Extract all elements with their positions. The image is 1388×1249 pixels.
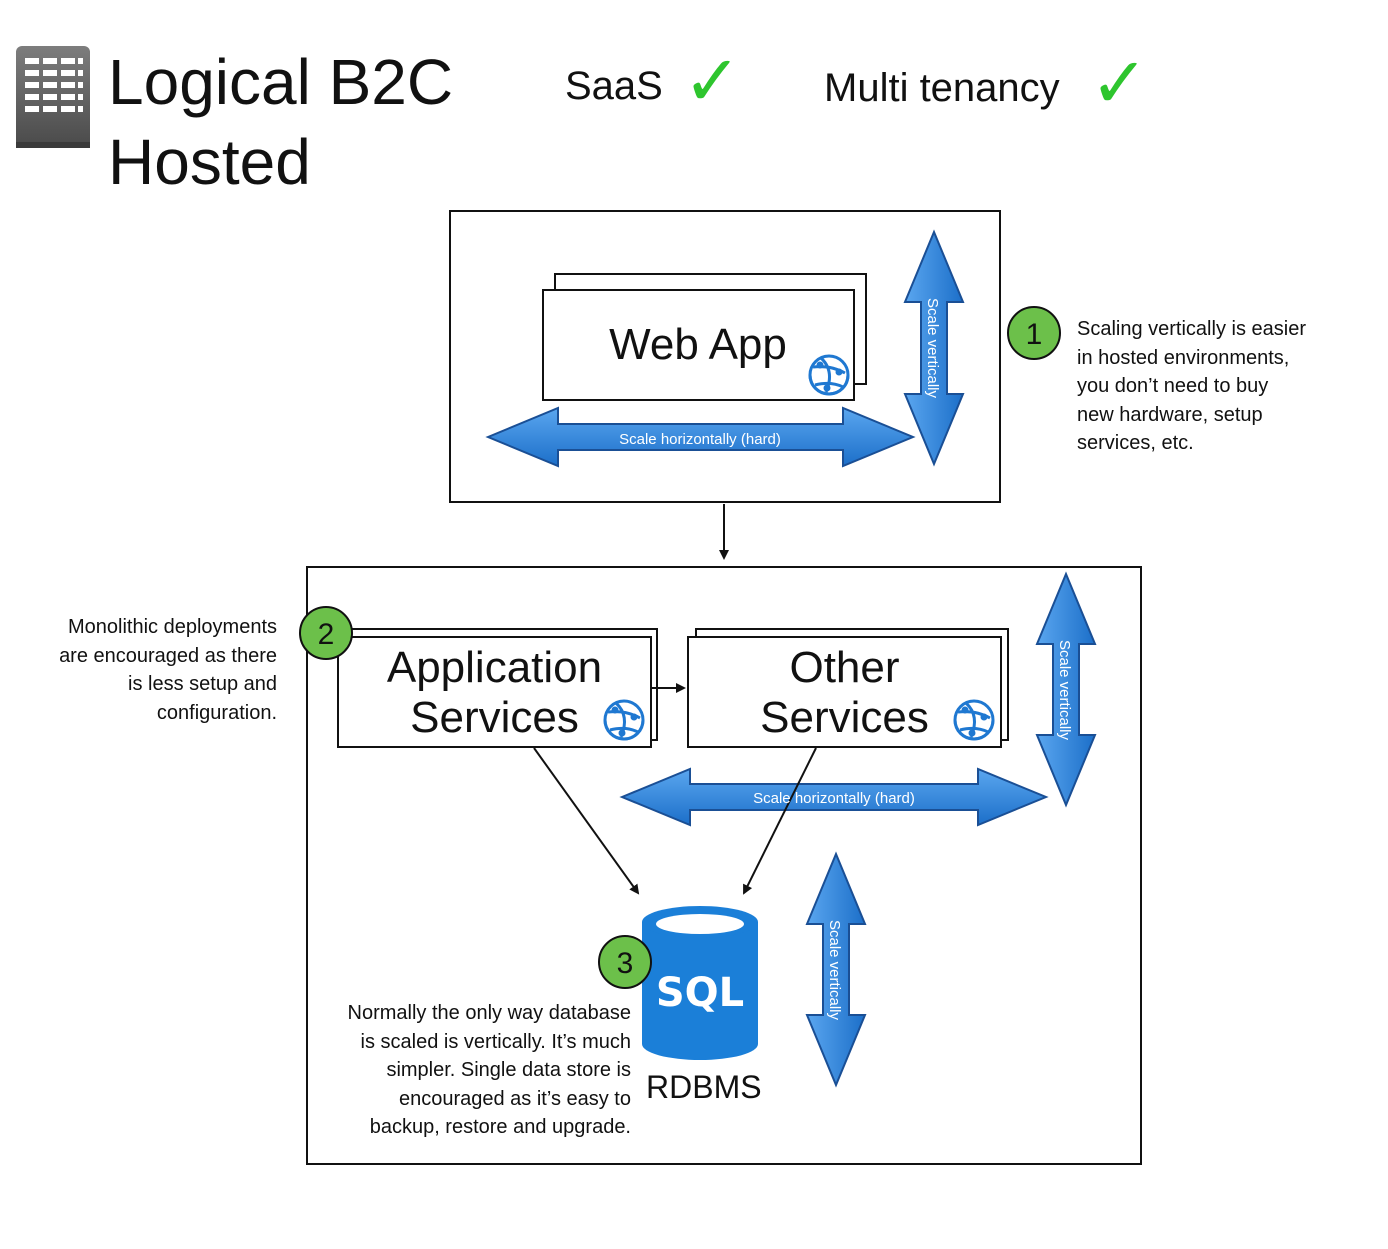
callout-note-1: Scaling vertically is easier in hosted e… bbox=[1077, 315, 1306, 458]
web-scale-horizontal-arrow bbox=[485, 406, 916, 468]
db-scale-vertical-arrow bbox=[805, 851, 867, 1088]
callout-badge-2 bbox=[299, 606, 353, 660]
other-to-db-connector bbox=[743, 747, 817, 895]
callout-note-2: Monolithic deployments are encouraged as… bbox=[59, 613, 277, 727]
saas-check-icon: ✓ bbox=[683, 42, 742, 120]
sql-database-icon bbox=[642, 906, 758, 1060]
web-app-label: Web App bbox=[609, 320, 787, 369]
sql-label: SQL bbox=[656, 970, 744, 1016]
app-services-box bbox=[337, 636, 652, 748]
app-services-label: Application Services bbox=[343, 643, 646, 743]
server-rack-icon bbox=[16, 46, 90, 148]
note-3-line: backup, restore and upgrade. bbox=[369, 1116, 631, 1138]
note-1-line: Scaling vertically is easier bbox=[1077, 318, 1306, 340]
note-1-line: you don’t need to buy bbox=[1077, 375, 1269, 397]
note-1-line: new hardware, setup bbox=[1077, 403, 1263, 426]
app-to-db-connector bbox=[533, 747, 640, 895]
other-services-box bbox=[687, 636, 1002, 748]
callout-number-2: 2 bbox=[318, 618, 335, 651]
title-line-2: Hosted bbox=[108, 126, 311, 198]
callout-note-3: Normally the only way database is scaled… bbox=[348, 999, 631, 1142]
callout-badge-3 bbox=[598, 935, 652, 989]
saas-tag: SaaS bbox=[565, 64, 663, 108]
db-scale-vertical-label: Scale vertically bbox=[826, 920, 843, 1021]
web-app-box bbox=[542, 289, 855, 401]
app-services-label-line-2: Services bbox=[410, 693, 579, 742]
title-line-1: Logical B2C bbox=[108, 46, 454, 118]
other-services-label: Other Services bbox=[693, 643, 996, 743]
other-services-label-line-2: Services bbox=[760, 693, 929, 742]
web-scale-horizontal-label: Scale horizontally (hard) bbox=[619, 431, 781, 448]
note-2-line: is less setup and bbox=[128, 673, 277, 695]
web-scale-vertical-label: Scale vertically bbox=[924, 298, 941, 399]
note-1-line: services, etc. bbox=[1077, 432, 1194, 454]
app-scale-horizontal-label: Scale horizontally (hard) bbox=[753, 790, 915, 807]
note-2-line: are encouraged as there bbox=[59, 644, 277, 667]
note-3-line: is scaled is vertically. It’s much bbox=[360, 1030, 631, 1053]
callout-number-1: 1 bbox=[1026, 318, 1043, 351]
multitenancy-tag: Multi tenancy bbox=[824, 66, 1060, 110]
web-scale-vertical-arrow bbox=[903, 229, 965, 467]
multitenancy-check-icon: ✓ bbox=[1090, 44, 1149, 122]
callout-badge-1 bbox=[1007, 306, 1061, 360]
app-scale-vertical-arrow bbox=[1035, 571, 1097, 808]
rdbms-label: RDBMS bbox=[646, 1069, 762, 1105]
note-3-line: encouraged as it’s easy to bbox=[398, 1087, 631, 1110]
note-2-line: configuration. bbox=[156, 701, 277, 724]
app-scale-vertical-label: Scale vertically bbox=[1056, 640, 1073, 741]
note-1-line: in hosted environments, bbox=[1077, 346, 1290, 369]
note-3-line: simpler. Single data store is bbox=[386, 1059, 631, 1081]
app-services-label-line-1: Application bbox=[386, 643, 603, 692]
callout-number-3: 3 bbox=[617, 947, 634, 980]
page-title: Logical B2C Hosted bbox=[108, 42, 453, 202]
app-scale-horizontal-arrow bbox=[619, 767, 1049, 827]
note-2-line: Monolithic deployments bbox=[68, 616, 277, 638]
note-3-line: Normally the only way database bbox=[347, 1002, 631, 1024]
other-services-label-line-1: Other bbox=[789, 643, 900, 692]
